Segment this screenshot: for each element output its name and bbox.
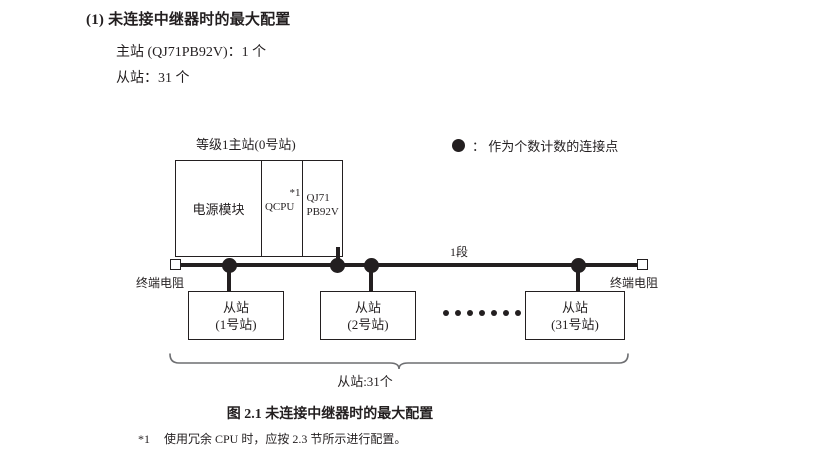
slave-group-brace	[169, 353, 629, 370]
drop-line-slave1	[227, 265, 231, 291]
slave-station-2: 从站 (2号站)	[320, 291, 416, 340]
spec-slave-count: 从站：31 个	[116, 71, 190, 86]
master-drop-line	[336, 247, 340, 265]
slave-station-2-title: 从站	[354, 299, 381, 315]
footnote-marker: *1	[289, 187, 301, 199]
section-heading: (1)未连接中继器时的最大配置	[86, 8, 291, 29]
drop-line-slave31	[576, 265, 580, 291]
ellipsis-dots	[443, 310, 521, 316]
slave-station-2-number: (2号站)	[347, 316, 389, 332]
slave-station-31: 从站 (31号站)	[525, 291, 625, 340]
terminator-right-icon	[637, 259, 648, 270]
spec-master-count: 主站 (QJ71PB92V)：1 个	[116, 45, 267, 60]
terminator-left-label: 终端电阻	[136, 276, 185, 290]
ellipsis-dot	[443, 310, 449, 316]
module-power-supply: 电源模块	[176, 161, 261, 256]
footnote-text: 使用冗余 CPU 时，应按 2.3 节所示进行配置。	[164, 432, 407, 446]
bus-trunk-line	[178, 263, 642, 267]
ellipsis-dot	[479, 310, 485, 316]
module-qcpu-label: QCPU	[264, 201, 295, 213]
connection-node-master	[330, 258, 345, 273]
segment-label: 1段	[450, 245, 469, 259]
module-power-supply-label: 电源模块	[192, 202, 245, 217]
slave-station-1: 从站 (1号站)	[188, 291, 284, 340]
slave-station-31-title: 从站	[561, 299, 588, 315]
footnote-mark: *1	[138, 432, 150, 446]
section-number: (1)	[86, 12, 105, 28]
legend: ： 作为个数计数的连接点	[452, 136, 618, 155]
connection-point-icon	[452, 139, 465, 152]
slave-station-1-title: 从站	[222, 299, 249, 315]
master-rack-label: 等级1主站(0号站)	[196, 137, 296, 152]
figure-footnote: *1 使用冗余 CPU 时，应按 2.3 节所示进行配置。	[138, 430, 406, 447]
slave-group-brace-label: 从站:31个	[337, 374, 393, 389]
ellipsis-dot	[455, 310, 461, 316]
ellipsis-dot	[503, 310, 509, 316]
slave-station-31-number: (31号站)	[551, 316, 599, 332]
slave-station-1-number: (1号站)	[215, 316, 257, 332]
drop-line-slave2	[369, 265, 373, 291]
section-title: 未连接中继器时的最大配置	[108, 12, 291, 28]
module-qcpu: *1 QCPU	[260, 161, 303, 256]
ellipsis-dot	[491, 310, 497, 316]
terminator-right-label: 终端电阻	[610, 276, 659, 290]
figure-caption: 图 2.1 未连接中继器时的最大配置	[226, 407, 434, 422]
ellipsis-dot	[515, 310, 521, 316]
legend-label: ： 作为个数计数的连接点	[472, 139, 619, 154]
ellipsis-dot	[467, 310, 473, 316]
terminator-left-icon	[170, 259, 181, 270]
